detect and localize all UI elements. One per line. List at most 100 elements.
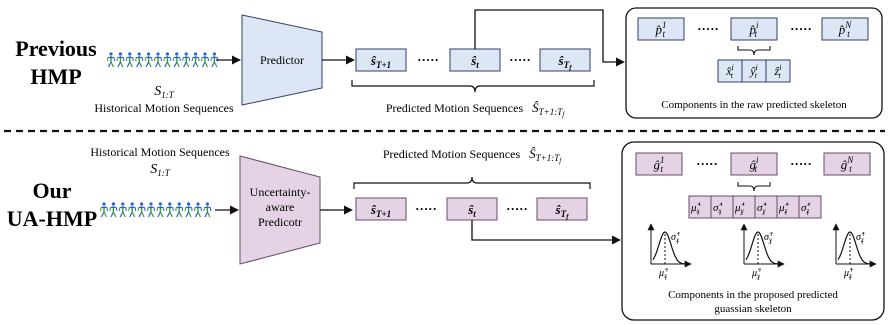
bottom-state-box: ŝT+1 [355, 197, 407, 221]
skeleton-figure [191, 52, 200, 68]
previous-hmp-label-line1: Previous [15, 36, 97, 61]
top-input-caption: Historical Motion Sequences [94, 101, 234, 115]
top-connector-arrow [474, 9, 625, 67]
skeleton-figure [210, 52, 219, 68]
svg-text:μ̂zit: μ̂zit [778, 202, 790, 217]
top-predictor-label: Predictor [260, 53, 304, 67]
skeleton-figure [182, 52, 191, 68]
skeleton-figure [184, 202, 193, 218]
skeleton-figure [203, 202, 212, 218]
gaussian-panel-caption-line2: guassian skeleton [714, 303, 792, 315]
svg-text:μ̂yit: μ̂yit [734, 202, 746, 217]
skeleton-figure [137, 202, 146, 218]
historical-motion-skeletons [100, 202, 212, 218]
gaussian-panel-ellipsis: ····· [696, 156, 718, 171]
svg-text:ĝ1t: ĝ1t [654, 155, 665, 174]
svg-text:σ̂xit: σ̂xit [713, 202, 723, 217]
skeleton-figure [135, 52, 144, 68]
skeleton-figure [116, 52, 125, 68]
skeleton-figure [147, 202, 155, 218]
bottom-connector-arrow [471, 220, 621, 245]
svg-text:σ̂zit: σ̂zit [801, 202, 811, 217]
svg-text:ŷit: ŷit [749, 63, 758, 80]
svg-text:σ̂yit: σ̂yit [764, 232, 773, 246]
gaussian-joint-brace [737, 182, 771, 192]
svg-text:ŝTf: ŝTf [558, 53, 573, 72]
svg-text:p̂Nt: p̂Nt [838, 20, 853, 39]
skeleton-figure [118, 202, 127, 218]
svg-text:ŝT+1: ŝT+1 [370, 53, 391, 70]
top-output-brace [351, 80, 595, 93]
svg-text:μ̂zit: μ̂zit [843, 268, 853, 282]
skeleton-figure [175, 202, 184, 218]
svg-text:ŝt: ŝt [470, 53, 479, 70]
raw-panel-caption: Components in the raw predicted skeleton [661, 99, 847, 111]
svg-text:μ̂xit: μ̂xit [658, 268, 668, 282]
top-ellipsis-1: ····· [417, 52, 439, 67]
ua-predictor-label-2: aware [266, 200, 295, 214]
bottom-input-caption: Historical Motion Sequences [90, 145, 230, 159]
svg-text:ẑit: ẑit [774, 63, 782, 80]
previous-hmp-section: Previous HMP S1:T Historical Motion Sequ… [15, 7, 883, 119]
ua-predictor-label-1: Uncertainty- [250, 185, 311, 199]
top-state-box: ŝT+1 [355, 48, 407, 72]
svg-text:ŝt: ŝt [467, 202, 476, 219]
svg-text:p̂it: p̂it [748, 20, 759, 39]
panel-ellipsis: ····· [697, 21, 719, 36]
panel-ellipsis: ····· [790, 21, 812, 36]
svg-text:μ̂yit: μ̂yit [751, 268, 761, 282]
bottom-state-box: ŝTf [536, 197, 588, 221]
previous-hmp-label-line2: HMP [30, 64, 81, 89]
skeleton-figure [109, 202, 118, 218]
bottom-ellipsis-1: ····· [415, 201, 437, 216]
svg-text:σ̂zit: σ̂zit [856, 232, 865, 246]
svg-text:p̂1t: p̂1t [655, 20, 667, 39]
bottom-output-caption: Predicted Motion Sequences ŜT+1:Tf [383, 146, 562, 165]
skeleton-figure [165, 202, 174, 218]
svg-text:x̂it: x̂it [725, 63, 734, 80]
svg-text:σ̂yit: σ̂yit [757, 202, 767, 217]
skeleton-figure [107, 52, 115, 68]
ua-predictor-label-3: Predicotr [258, 215, 302, 229]
ua-predictor-trapezoid [239, 155, 321, 265]
historical-motion-skeletons [107, 52, 219, 68]
bottom-state-box: ŝt [446, 197, 498, 221]
skeleton-figure [125, 52, 134, 68]
ua-hmp-label-line1: Our [32, 178, 71, 203]
skeleton-figure [172, 52, 181, 68]
gaussian-panel-ellipsis: ····· [790, 156, 812, 171]
ua-hmp-label-line2: UA-HMP [7, 206, 97, 231]
joint-brace [737, 46, 771, 56]
bottom-output-brace [353, 176, 591, 189]
skeleton-figure [144, 52, 153, 68]
svg-text:ŝT+1: ŝT+1 [370, 202, 391, 219]
top-output-caption: Predicted Motion Sequences ŜT+1:Tf [386, 100, 565, 119]
gaussian-panel-caption-line1: Components in the proposed predicted [668, 289, 838, 301]
top-input-symbol: S1:T [154, 84, 174, 100]
bottom-ellipsis-2: ····· [506, 201, 528, 216]
svg-text:ĝNt: ĝNt [841, 155, 855, 174]
svg-text:σ̂xit: σ̂xit [671, 232, 680, 246]
svg-text:ĝit: ĝit [749, 155, 759, 174]
bottom-input-symbol: S1:T [150, 162, 170, 178]
skeleton-figure [194, 202, 202, 218]
